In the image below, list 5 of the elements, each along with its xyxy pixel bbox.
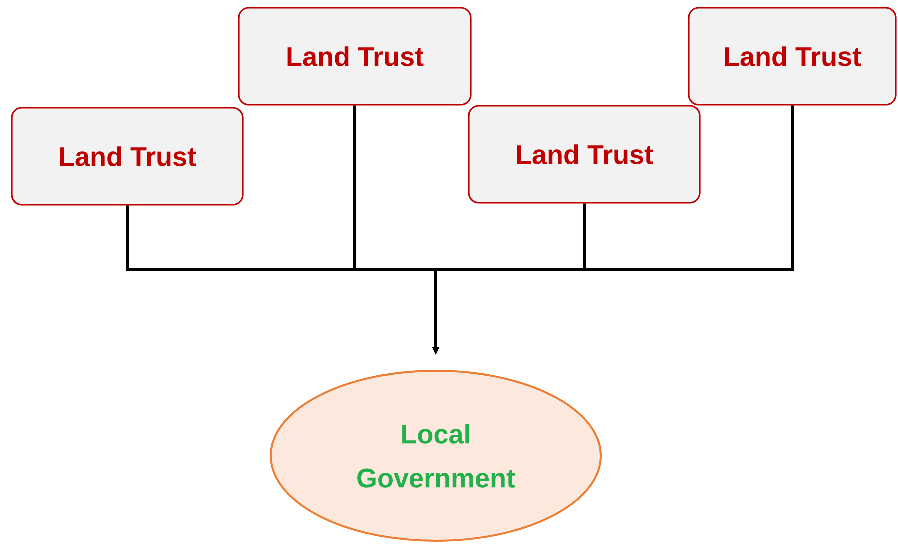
process-box: Land Trust bbox=[238, 7, 472, 106]
ellipse-node: Local Government bbox=[270, 370, 602, 542]
process-box: Land Trust bbox=[468, 105, 701, 204]
process-box: Land Trust bbox=[11, 107, 244, 206]
process-box: Land Trust bbox=[688, 7, 897, 106]
